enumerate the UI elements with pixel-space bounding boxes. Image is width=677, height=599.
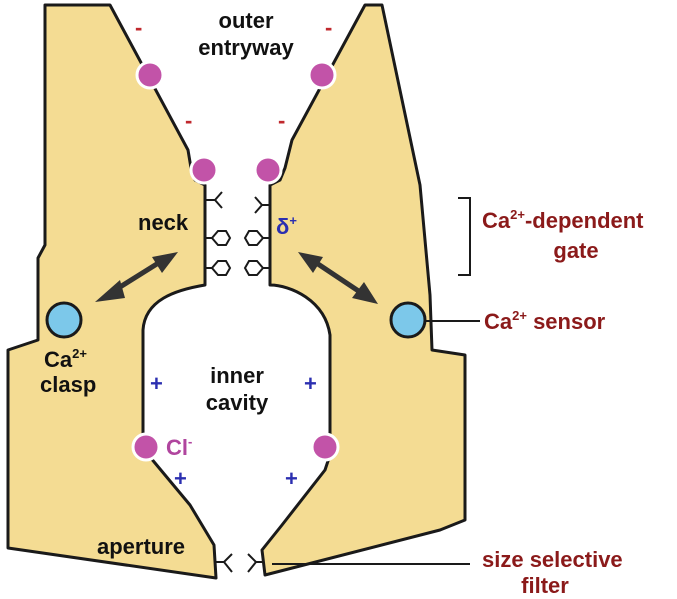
clasp-label: Ca2+ (44, 346, 87, 372)
clasp-label: clasp (40, 372, 96, 397)
inner-cavity-label: cavity (206, 390, 269, 415)
outer-entryway-label: outer (219, 8, 274, 33)
neck-residues-left (205, 191, 232, 276)
anion-site-inner-left (131, 432, 161, 462)
pos-charge: + (285, 466, 298, 491)
aperture-label: aperture (97, 534, 185, 559)
calcium-sites (45, 301, 427, 339)
anion-site-neck-right (253, 155, 283, 185)
aperture-residues (216, 553, 263, 573)
inner-cavity-label: inner (210, 363, 264, 388)
outer-entryway-label: entryway (198, 35, 294, 60)
coupling-arrows (95, 252, 378, 304)
sensor-label: Ca2+ sensor (484, 308, 606, 334)
neck-residues-right (243, 196, 270, 276)
chloride-label: Cl- (166, 434, 192, 460)
negative-charges: - - - - (135, 15, 332, 133)
gate-bracket (458, 197, 471, 276)
calcium-sensor-site (389, 301, 427, 339)
anion-site-neck-left (189, 155, 219, 185)
neg-charge: - (185, 108, 192, 133)
anion-site-inner-right (310, 432, 340, 462)
anion-site-outer-left (135, 60, 165, 90)
delta-plus-label: δ+ (276, 213, 297, 239)
filter-label: size selective (482, 547, 623, 572)
pos-charge: + (150, 371, 163, 396)
positive-charges: + + + + (150, 371, 317, 491)
filter-label: filter (521, 573, 569, 598)
neg-charge: - (135, 15, 142, 40)
neck-label: neck (138, 210, 189, 235)
pos-charge: + (304, 371, 317, 396)
anion-sites (131, 60, 340, 462)
gate-label: Ca2+-dependent (482, 207, 644, 233)
neg-charge: - (278, 108, 285, 133)
neg-charge: - (325, 15, 332, 40)
pos-charge: + (174, 466, 187, 491)
gate-label: gate (553, 238, 598, 263)
anion-site-outer-right (307, 60, 337, 90)
calcium-clasp-site (45, 301, 83, 339)
